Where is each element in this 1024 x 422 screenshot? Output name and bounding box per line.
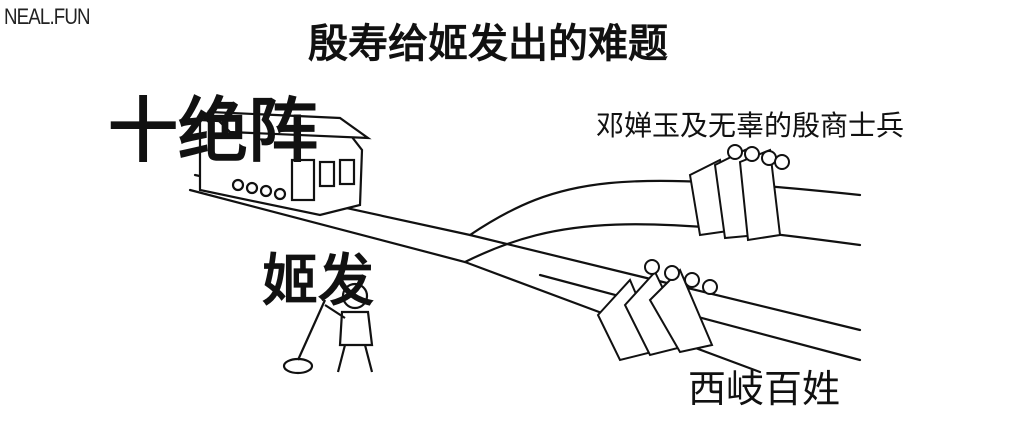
upper-track-label: 邓婵玉及无辜的殷商士兵 (596, 109, 905, 142)
branch-rail-top (468, 179, 862, 237)
meme-title: 殷寿给姬发出的难题 (308, 21, 668, 67)
lever-puller (282, 282, 374, 375)
trolley (198, 110, 372, 217)
watermark: NEAL.FUN (4, 4, 91, 29)
branch-rail-bottom (463, 223, 862, 264)
trolley-label: 十绝阵 (108, 90, 318, 172)
lower-track-people (596, 259, 718, 362)
lever-puller-label: 姬发 (262, 249, 374, 314)
upper-track-people (688, 144, 790, 242)
lower-track-label: 西岐百姓 (688, 367, 841, 411)
